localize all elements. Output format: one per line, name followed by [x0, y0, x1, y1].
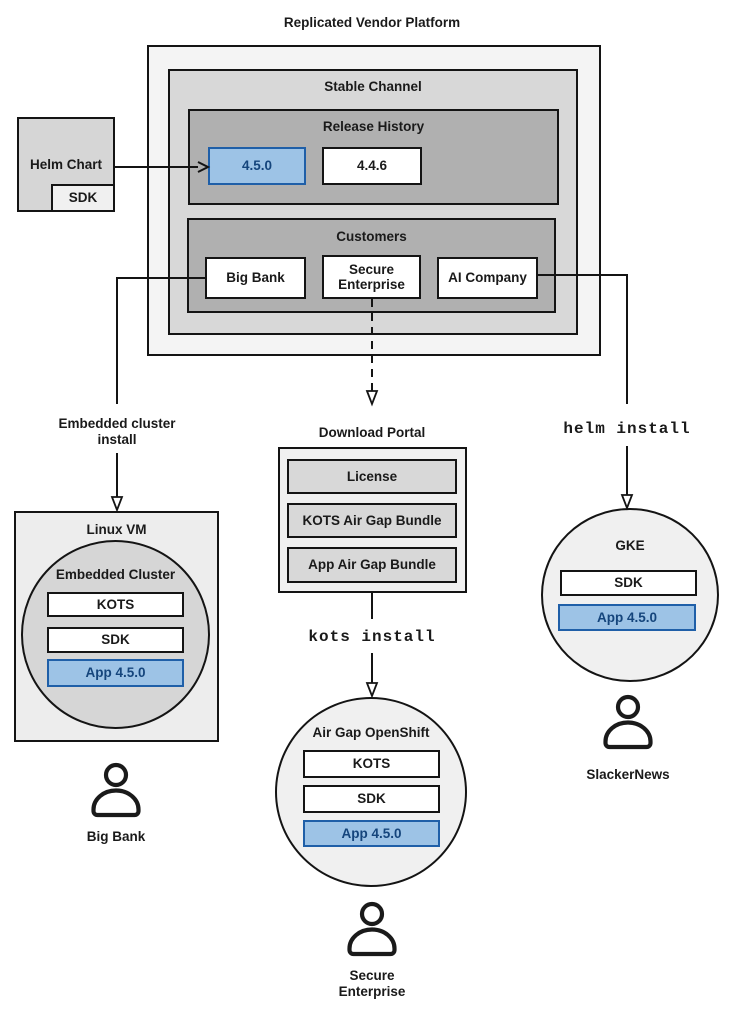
customer-box-big-bank: Big Bank	[205, 257, 306, 299]
diagram-title: Replicated Vendor Platform	[283, 15, 461, 30]
release-history-label: Release History	[322, 119, 425, 134]
customers-label: Customers	[336, 229, 407, 244]
openshift-arrowhead-icon	[365, 682, 379, 699]
persona-secure-line1: Secure	[349, 968, 395, 983]
customer-box-secure-enterprise: Secure Enterprise	[322, 255, 421, 299]
app-box-openshift: App 4.5.0	[303, 820, 440, 847]
release-box-4-5-0: 4.5.0	[208, 147, 306, 185]
kots-box-embedded: KOTS	[47, 592, 184, 617]
air-gap-openshift-label: Air Gap OpenShift	[312, 725, 430, 740]
sdk-box-embedded: SDK	[47, 627, 184, 653]
linux-vm-label: Linux VM	[86, 522, 147, 537]
gke-arrowhead-icon	[620, 494, 634, 511]
sdk-box-gke: SDK	[560, 570, 697, 596]
kots-install-command: kots install	[308, 628, 436, 646]
release-box-4-4-6: 4.4.6	[322, 147, 422, 185]
persona-label-slackernews: SlackerNews	[586, 767, 670, 782]
person-icon-secure-enterprise	[346, 901, 398, 957]
embedded-cluster-install-label: Embedded cluster install	[37, 416, 197, 448]
persona-label-big-bank: Big Bank	[86, 829, 146, 844]
license-box: License	[287, 459, 457, 494]
helm-chart-sdk-box: SDK	[51, 184, 115, 212]
customer-box-ai-company: AI Company	[437, 257, 538, 299]
kots-box-openshift: KOTS	[303, 750, 440, 778]
embedded-cluster-install-line2: install	[97, 431, 137, 447]
helm-install-command: helm install	[563, 420, 691, 438]
app-air-gap-bundle-box: App Air Gap Bundle	[287, 547, 457, 583]
persona-label-secure-enterprise: Secure Enterprise	[302, 968, 442, 1000]
app-box-gke: App 4.5.0	[558, 604, 696, 631]
embedded-cluster-label: Embedded Cluster	[55, 567, 176, 582]
kots-air-gap-bundle-box: KOTS Air Gap Bundle	[287, 503, 457, 538]
sdk-box-openshift: SDK	[303, 785, 440, 813]
app-box-embedded: App 4.5.0	[47, 659, 184, 687]
person-icon-slackernews	[602, 694, 654, 750]
person-icon-big-bank	[90, 762, 142, 818]
download-portal-label: Download Portal	[318, 425, 426, 440]
embedded-cluster-install-line1: Embedded cluster	[58, 416, 176, 431]
persona-secure-line2: Enterprise	[338, 983, 406, 999]
stable-channel-label: Stable Channel	[324, 79, 422, 94]
gke-label: GKE	[615, 538, 645, 553]
embedded-install-arrowhead-icon	[110, 496, 124, 513]
download-portal-arrowhead-icon	[365, 390, 379, 407]
